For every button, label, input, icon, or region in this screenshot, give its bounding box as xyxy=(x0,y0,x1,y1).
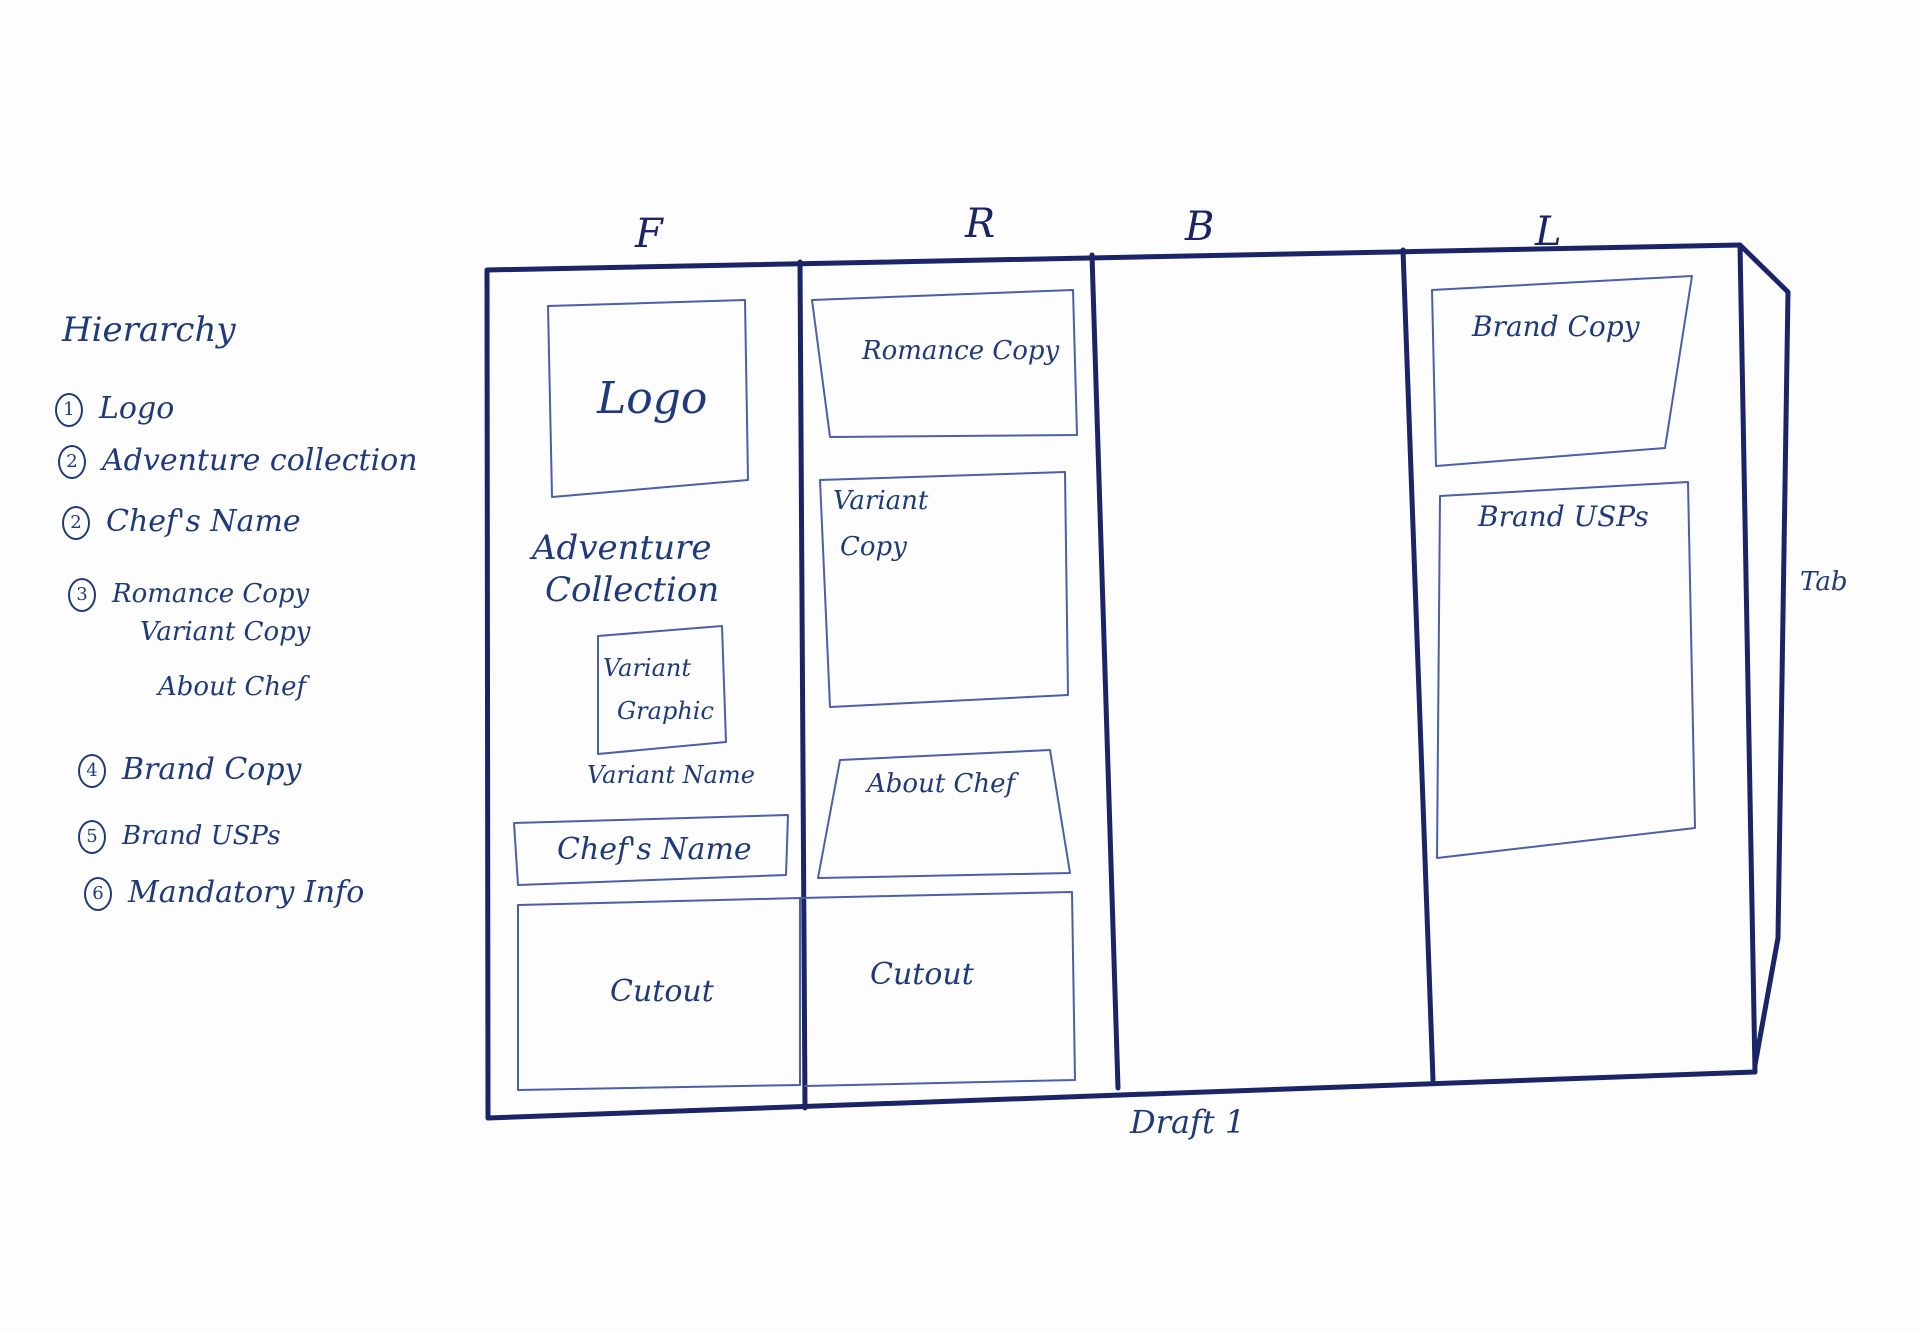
box-outline xyxy=(484,242,1758,1121)
divider-right-back xyxy=(1089,252,1121,1091)
chefs-name-label: Chef's Name xyxy=(557,832,752,867)
tab-flap xyxy=(1737,242,1791,1068)
panel-letter-front: F xyxy=(635,211,663,257)
brand-copy-label: Brand Copy xyxy=(1472,310,1640,343)
front-cutout-box xyxy=(517,897,801,1091)
brand-usps-label: Brand USPs xyxy=(1478,500,1649,533)
variant-copy-box xyxy=(819,471,1069,708)
front-cutout-label: Cutout xyxy=(610,974,714,1009)
draft-caption: Draft 1 xyxy=(1130,1103,1246,1141)
divider-back-left xyxy=(1400,247,1436,1083)
logo-label: Logo xyxy=(597,373,708,424)
romance-copy-label: Romance Copy xyxy=(862,336,1060,366)
variant-graphic-label-line2: Graphic xyxy=(617,697,714,725)
brand-usps-box xyxy=(1436,481,1696,859)
logo-box xyxy=(547,299,749,498)
variant-graphic-label-line1: Variant xyxy=(603,654,691,682)
panel-letter-back: B xyxy=(1185,204,1215,250)
divider-front-right xyxy=(797,259,808,1111)
variant-copy-label-line1: Variant xyxy=(833,486,929,516)
variant-graphic-box xyxy=(597,625,727,755)
collection-label-line2: Collection xyxy=(545,570,720,610)
right-cutout-label: Cutout xyxy=(870,957,974,992)
tab-label: Tab xyxy=(1800,567,1848,597)
about-chef-box xyxy=(817,749,1071,879)
romance-copy-box xyxy=(811,289,1078,438)
panel-letter-right: R xyxy=(965,201,996,247)
hierarchy-title: Hierarchy xyxy=(62,310,236,350)
brand-copy-box xyxy=(1431,275,1693,467)
variant-name-label: Variant Name xyxy=(587,761,755,789)
hierarchy-item: Variant Copy xyxy=(140,617,311,647)
collection-label-line1: Adventure xyxy=(532,528,712,568)
about-chef-label: About Chef xyxy=(867,769,1016,799)
chefs-name-box xyxy=(513,814,789,886)
right-cutout-box xyxy=(799,891,1076,1087)
hierarchy-item: About Chef xyxy=(158,672,307,702)
panel-letter-left: L xyxy=(1535,209,1562,255)
variant-copy-label-line2: Copy xyxy=(840,532,907,562)
